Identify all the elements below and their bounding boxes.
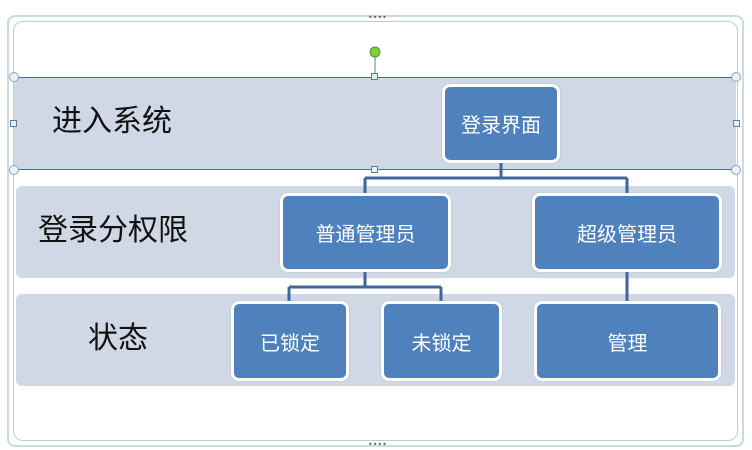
connector-login bbox=[363, 162, 629, 194]
frame-resize-handle-bottom[interactable]: •••• bbox=[368, 440, 387, 449]
node-normal-admin[interactable]: 普通管理员 bbox=[280, 193, 451, 272]
diagram-canvas bbox=[13, 21, 738, 441]
row-band-enter-system[interactable] bbox=[14, 77, 736, 170]
resize-handle-bottom[interactable] bbox=[371, 166, 378, 173]
resize-handle-top-left[interactable] bbox=[9, 72, 19, 82]
node-manage[interactable]: 管理 bbox=[534, 301, 721, 381]
node-login[interactable]: 登录界面 bbox=[442, 84, 560, 163]
resize-handle-bottom-right[interactable] bbox=[731, 165, 741, 175]
frame-resize-handle-top[interactable]: •••• bbox=[368, 13, 387, 22]
rotation-handle bbox=[369, 46, 381, 58]
resize-handle-bottom-left[interactable] bbox=[9, 165, 19, 175]
row-label: 状态 bbox=[88, 321, 148, 356]
row-label: 登录分权限 bbox=[38, 213, 188, 248]
resize-handle-top-right[interactable] bbox=[731, 72, 741, 82]
resize-handle-left[interactable] bbox=[10, 120, 17, 127]
diagram-frame[interactable] bbox=[7, 15, 744, 447]
resize-handle-right[interactable] bbox=[733, 120, 740, 127]
node-locked[interactable]: 已锁定 bbox=[231, 301, 349, 381]
node-super-admin[interactable]: 超级管理员 bbox=[532, 193, 722, 272]
node-unlocked[interactable]: 未锁定 bbox=[381, 301, 502, 381]
resize-handle-top[interactable] bbox=[371, 73, 378, 80]
row-label: 进入系统 bbox=[52, 104, 172, 139]
connector-normal-admin bbox=[287, 271, 443, 302]
